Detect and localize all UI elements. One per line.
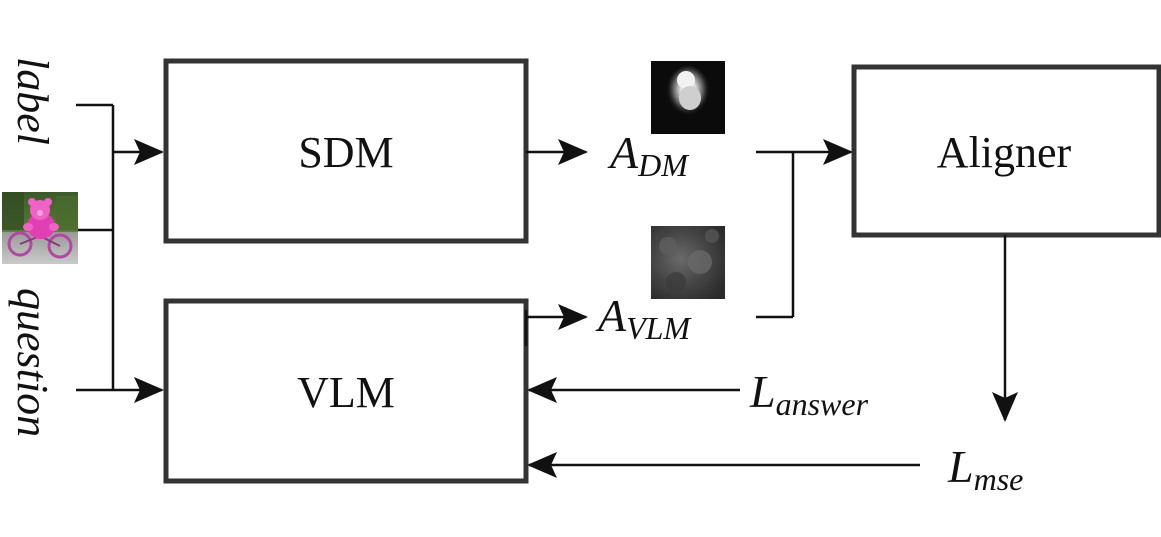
aligner-label: Aligner	[937, 128, 1072, 177]
question-input-text: question	[8, 288, 57, 437]
sdm-label: SDM	[298, 128, 393, 177]
aligner-merge-wiring	[756, 150, 795, 319]
l-mse-label: Lmse	[947, 441, 1023, 497]
aligner-block: Aligner	[851, 64, 1161, 238]
vlm-block: VLM	[163, 298, 529, 484]
dm-attention-thumbnail	[651, 61, 725, 134]
vlm-attention-thumbnail	[651, 226, 725, 299]
a-vlm-label: AVLM	[595, 290, 692, 346]
sdm-block: SDM	[163, 58, 529, 244]
l-answer-label: Lanswer	[749, 366, 869, 422]
input-wiring	[76, 103, 115, 390]
input-image	[2, 192, 78, 264]
label-input-text: label	[8, 57, 57, 145]
a-dm-label: ADM	[607, 127, 690, 183]
vlm-label: VLM	[297, 368, 395, 417]
